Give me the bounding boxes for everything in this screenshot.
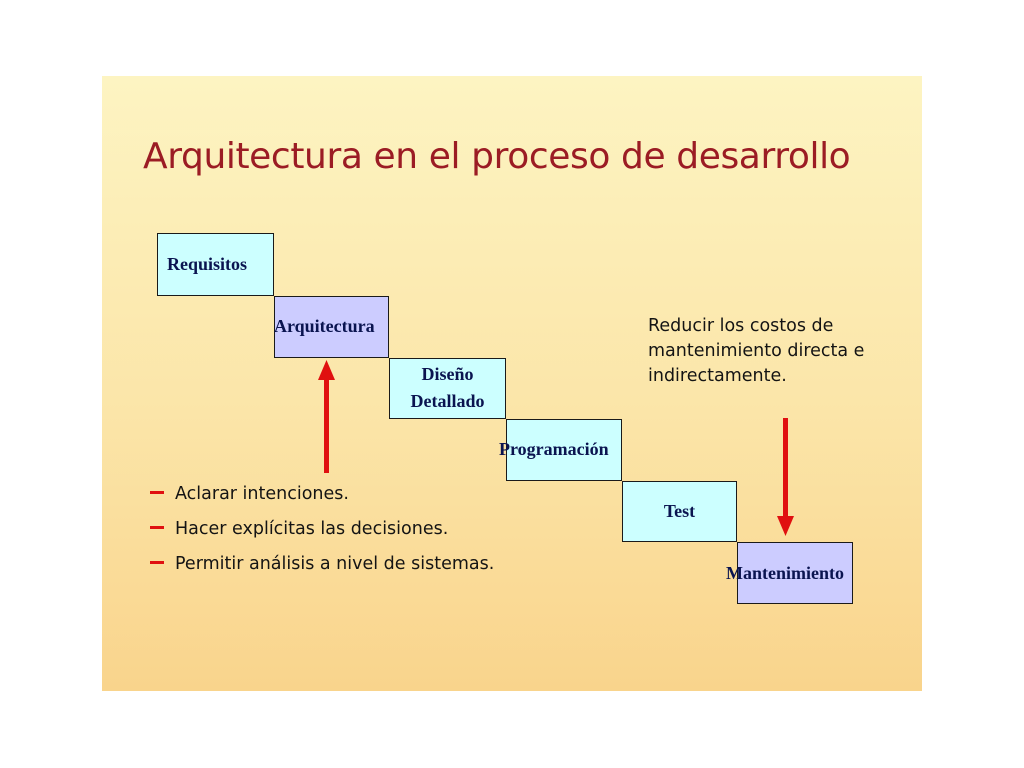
up-arrow-head	[318, 360, 335, 380]
stage-box-diseno-detallado	[389, 358, 506, 419]
stage-label-arquitectura: Arquitectura	[274, 316, 375, 336]
bullet-text: Permitir análisis a nivel de sistemas.	[175, 554, 495, 574]
stage-label-mantenimiento: Mantenimiento	[726, 563, 844, 583]
note-line: indirectamente.	[648, 366, 787, 386]
note-line: mantenimiento directa e	[648, 341, 865, 361]
stage-label-diseno: Diseño	[421, 364, 474, 384]
slide-title: Arquitectura en el proceso de desarrollo	[143, 136, 851, 177]
stage-label-programacion: Programación	[499, 439, 609, 459]
down-arrow-shaft	[783, 418, 788, 518]
stage-label-requisitos: Requisitos	[167, 254, 248, 274]
down-arrow-head	[777, 516, 794, 536]
dash-icon	[150, 560, 164, 564]
bullet-item: Aclarar intenciones.	[150, 484, 349, 504]
dash-icon	[150, 490, 164, 494]
bullet-text: Aclarar intenciones.	[175, 484, 349, 504]
stage-box-mantenimiento	[737, 542, 853, 604]
stage-label-detallado: Detallado	[410, 391, 485, 411]
dash-icon	[150, 525, 164, 529]
stage-box-requisitos	[157, 233, 274, 296]
bullet-item: Hacer explícitas las decisiones.	[150, 519, 448, 539]
maintenance-note: Reducir los costos de mantenimiento dire…	[648, 314, 888, 389]
down-arrow	[777, 418, 794, 536]
stage-box-arquitectura	[274, 296, 389, 358]
stage-box-test	[622, 481, 737, 542]
note-line: Reducir los costos de	[648, 316, 834, 336]
up-arrow	[318, 360, 335, 473]
bullet-item: Permitir análisis a nivel de sistemas.	[150, 554, 494, 574]
stage-label-test: Test	[663, 501, 696, 521]
bullet-text: Hacer explícitas las decisiones.	[175, 519, 449, 539]
stage-box-programacion	[506, 419, 622, 481]
up-arrow-shaft	[324, 378, 329, 473]
